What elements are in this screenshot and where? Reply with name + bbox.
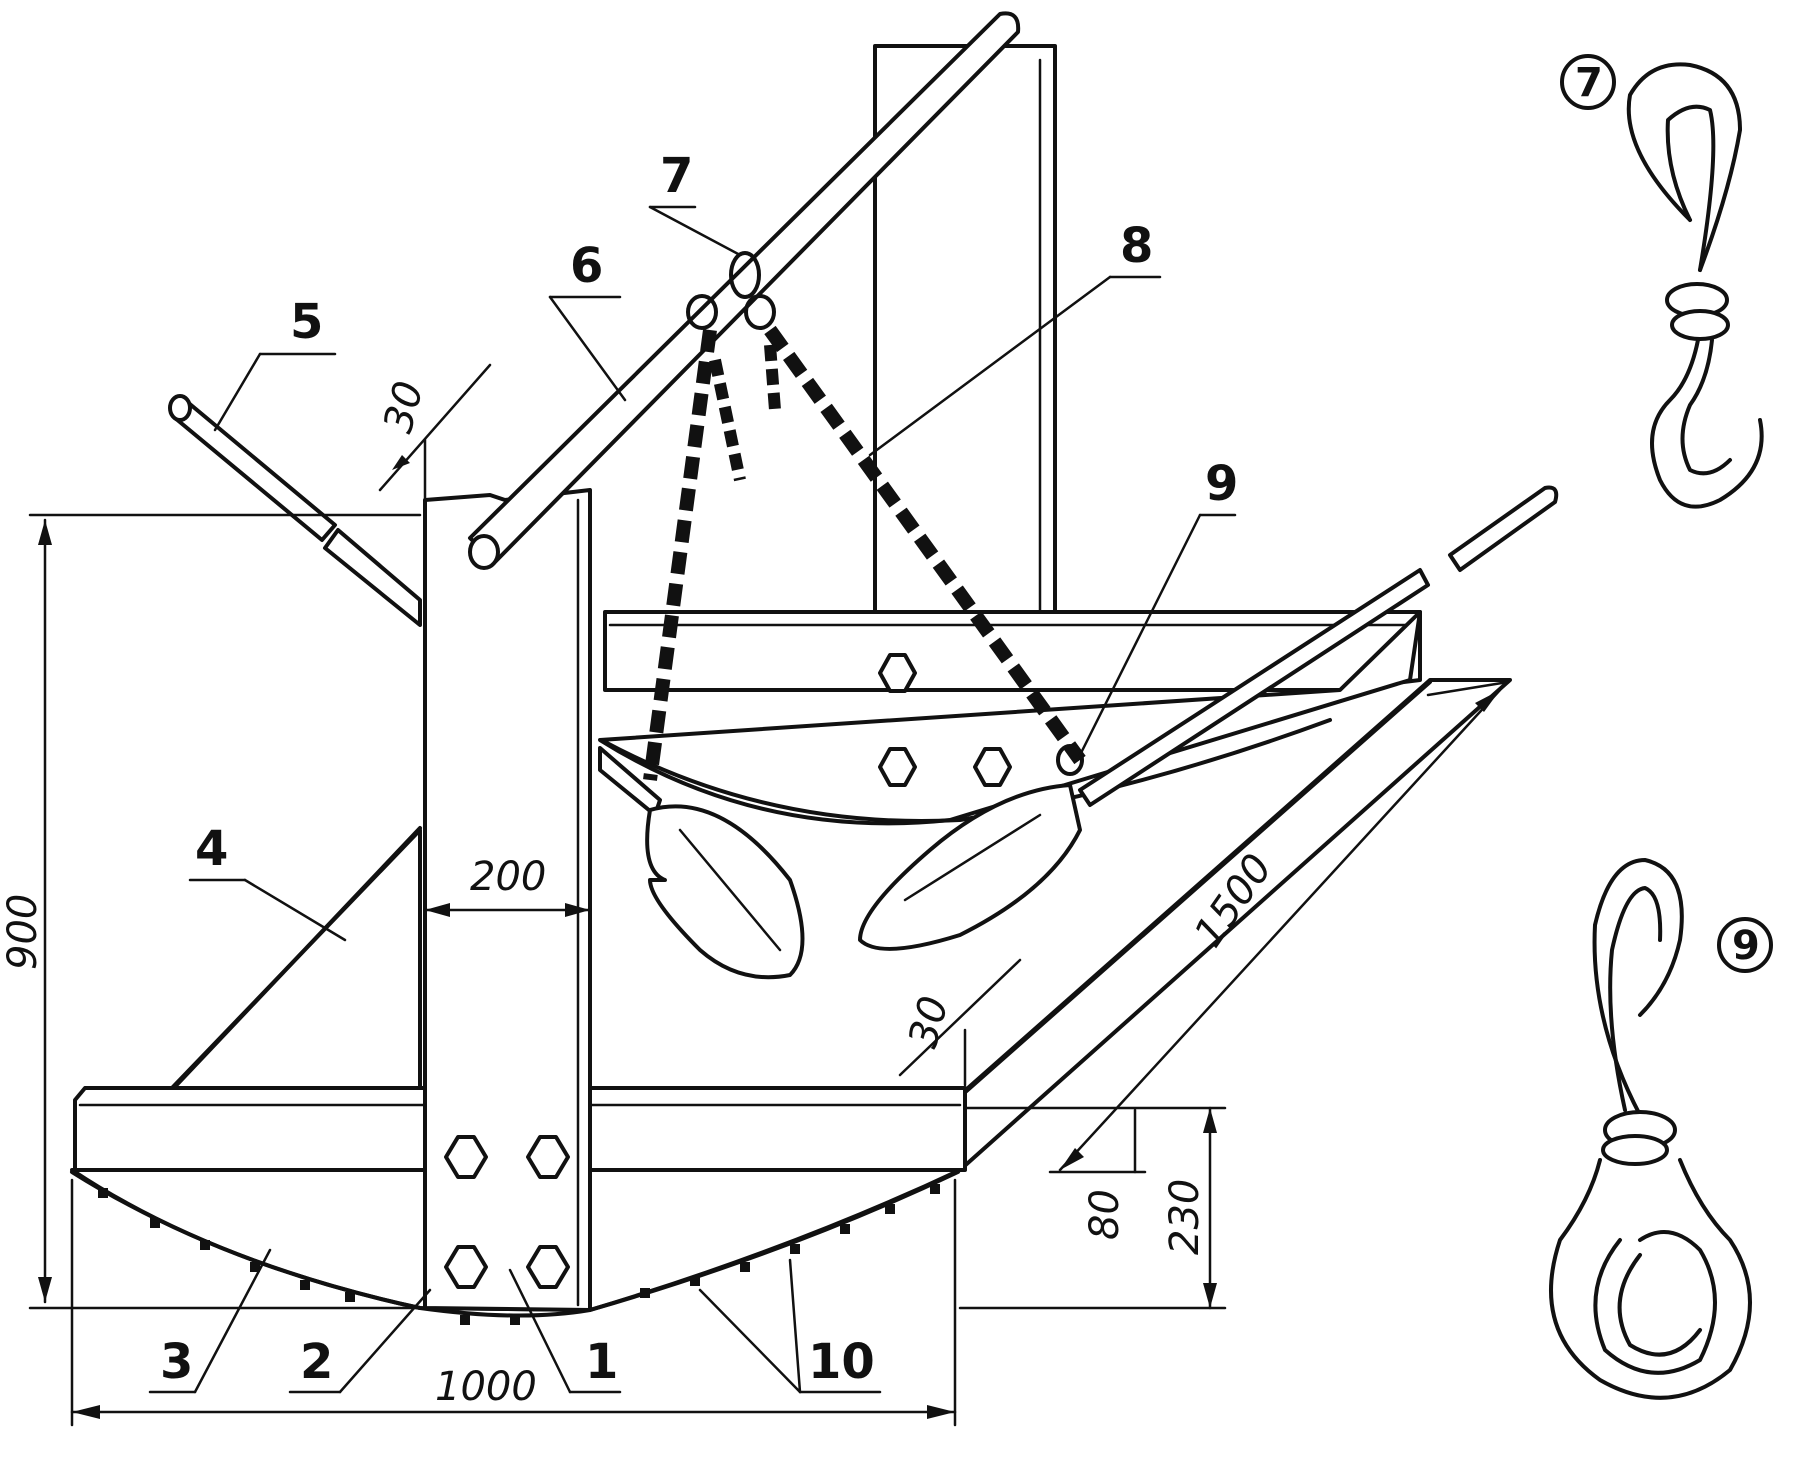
- label-part-2: 2: [300, 1334, 333, 1390]
- dim-30-side: 30: [900, 992, 958, 1053]
- tooth: [200, 1240, 210, 1250]
- bolt: [444, 1135, 488, 1179]
- label-part-5: 5: [290, 294, 323, 350]
- bolt: [878, 653, 917, 693]
- detail-9-number: 9: [1732, 923, 1760, 969]
- dim-30-top: 30: [375, 377, 433, 438]
- tooth: [150, 1218, 160, 1228]
- shovel-left: [598, 746, 805, 980]
- tooth: [250, 1262, 260, 1272]
- back-beam: [603, 610, 1422, 692]
- tooth: [840, 1224, 850, 1234]
- label-part-7: 7: [660, 148, 693, 204]
- label-part-3: 3: [160, 1334, 193, 1390]
- back-bolts: [878, 653, 1012, 787]
- detail-7-number: 7: [1575, 60, 1603, 106]
- handle-rod-5: [168, 394, 422, 627]
- dim-80: 80: [1082, 1189, 1128, 1240]
- chain-8: [643, 325, 1086, 781]
- tooth: [510, 1315, 520, 1325]
- tooth: [690, 1276, 700, 1286]
- shovel-right: [858, 485, 1559, 951]
- label-part-8: 8: [1120, 218, 1153, 274]
- tooth: [460, 1315, 470, 1325]
- dimension-lines: [28, 363, 1510, 1427]
- ring-7: [686, 251, 776, 330]
- label-part-4: 4: [195, 821, 228, 877]
- tooth: [790, 1244, 800, 1254]
- dim-200: 200: [470, 854, 546, 900]
- tooth: [345, 1292, 355, 1302]
- back-skid: [598, 610, 1422, 826]
- tooth: [300, 1280, 310, 1290]
- bolt: [444, 1245, 488, 1289]
- label-part-10: 10: [808, 1334, 875, 1390]
- tooth: [930, 1184, 940, 1194]
- bolt: [526, 1135, 570, 1179]
- label-part-9: 9: [1205, 456, 1238, 512]
- cross-bar-6: [468, 11, 1021, 570]
- label-part-6: 6: [570, 238, 603, 294]
- detail-7-hook: [1560, 54, 1764, 509]
- tooth: [98, 1188, 108, 1198]
- wear-teeth-10: [98, 1184, 940, 1325]
- bolt: [526, 1245, 570, 1289]
- dim-900: 900: [0, 894, 46, 970]
- bolt: [973, 747, 1012, 787]
- tooth: [740, 1262, 750, 1272]
- leader-lines: [148, 205, 1237, 1394]
- dim-230: 230: [1162, 1179, 1208, 1255]
- front-bolts-2: [444, 1135, 570, 1289]
- dim-1000: 1000: [435, 1364, 537, 1410]
- front-post-1: [423, 488, 592, 1312]
- tooth: [885, 1204, 895, 1214]
- label-part-1: 1: [585, 1334, 618, 1390]
- detail-9-coil: [1549, 858, 1773, 1400]
- bolt: [878, 747, 917, 787]
- tooth: [640, 1288, 650, 1298]
